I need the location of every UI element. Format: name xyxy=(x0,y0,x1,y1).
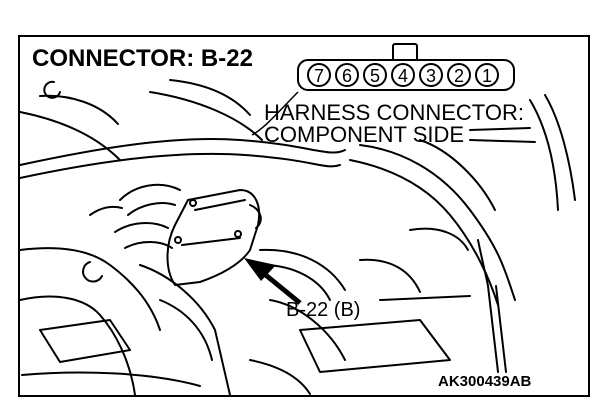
pin-4 xyxy=(391,63,415,87)
pin-7 xyxy=(307,63,331,87)
pin-label-2: 2 xyxy=(454,66,464,86)
connector-pin-labels: 7 6 5 4 3 2 1 xyxy=(314,66,492,86)
harness-connector-label: HARNESS CONNECTOR: xyxy=(264,100,524,125)
component-side-label: COMPONENT SIDE xyxy=(264,122,464,147)
pin-2 xyxy=(447,63,471,87)
figure-id: AK300439AB xyxy=(438,373,532,390)
pin-label-5: 5 xyxy=(370,66,380,86)
callout-arrow xyxy=(244,258,302,305)
pin-label-1: 1 xyxy=(482,66,492,86)
component-side-leader xyxy=(251,91,299,136)
pin-label-6: 6 xyxy=(342,66,352,86)
pin-5 xyxy=(363,63,387,87)
connector-pins xyxy=(307,63,499,87)
pin-label-3: 3 xyxy=(426,66,436,86)
pin-3 xyxy=(419,63,443,87)
connector-title: CONNECTOR: B-22 xyxy=(32,45,253,72)
pin-label-4: 4 xyxy=(398,66,408,86)
callout-label: B-22 (B) xyxy=(286,299,360,321)
engine-bay-illustration xyxy=(19,79,576,396)
pin-6 xyxy=(335,63,359,87)
pin-label-7: 7 xyxy=(314,66,324,86)
pin-1 xyxy=(475,63,499,87)
